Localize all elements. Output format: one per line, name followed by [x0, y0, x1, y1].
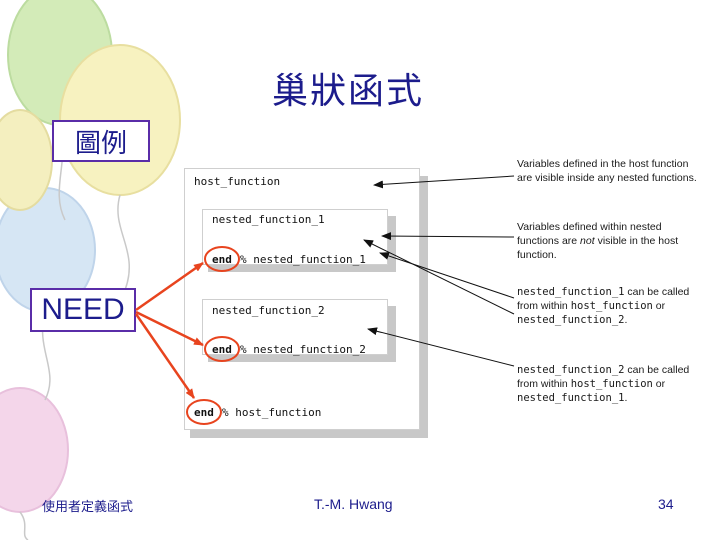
note-call-nested-1-code1: nested_function_1 — [517, 286, 625, 298]
note-call-nested-1-text3: . — [624, 314, 628, 326]
note-call-nested-1-code2: host_function — [570, 300, 653, 312]
note-call-nested-2-code2: host_function — [570, 378, 653, 390]
need-label: NEED — [41, 293, 125, 326]
note-call-nested-2-code3: nested_function_1 — [517, 392, 625, 404]
code-end-host-function: % host_function — [222, 406, 322, 419]
note-host-visibility: Variables defined in the host function a… — [517, 158, 697, 184]
note-nested-visibility: Variables defined within nested function… — [517, 220, 697, 262]
footer-author: T.-M. Hwang — [314, 496, 393, 512]
note-call-nested-1-code3: nested_function_2 — [517, 314, 625, 326]
note-call-nested-2-text3: . — [624, 392, 628, 404]
code-nested-function-1: nested_function_1 — [212, 213, 325, 226]
note-call-nested-1: nested_function_1 can be called from wit… — [517, 285, 697, 327]
legend-label: 圖例 — [74, 128, 127, 159]
note-call-nested-1-text2: or — [652, 300, 666, 312]
note-nested-visibility-part1: Variables defined within nested function… — [517, 221, 662, 247]
code-host-function: host_function — [194, 175, 281, 188]
footer-page-number: 34 — [658, 496, 674, 512]
note-nested-visibility-emphasis: not — [580, 235, 595, 247]
code-end-keyword-1: end — [212, 253, 232, 266]
code-end-keyword-2: end — [212, 343, 232, 356]
legend-label-box: 圖例 — [52, 120, 150, 162]
note-call-nested-2-code1: nested_function_2 — [517, 364, 625, 376]
note-nested-visibility-part2: visible in the host function. — [517, 235, 679, 261]
balloon-string-2 — [117, 194, 130, 291]
note-call-nested-2-text2: or — [652, 378, 666, 390]
code-end-nested-function-2: % nested_function_2 — [240, 343, 366, 356]
note-call-nested-2-text1: can be called from within — [517, 364, 690, 390]
balloon-string-4 — [19, 511, 29, 540]
balloon-pink-bottom — [0, 387, 69, 513]
note-call-nested-1-text1: can be called from within — [517, 286, 690, 312]
code-end-nested-function-1: % nested_function_1 — [240, 253, 366, 266]
note-call-nested-2: nested_function_2 can be called from wit… — [517, 363, 697, 405]
code-nested-function-2: nested_function_2 — [212, 304, 325, 317]
footer-left-label: 使用者定義函式 — [42, 499, 134, 514]
slide-title: 巢狀函式 — [272, 71, 425, 112]
code-end-keyword-host: end — [194, 406, 214, 419]
need-label-box: NEED — [30, 288, 136, 332]
